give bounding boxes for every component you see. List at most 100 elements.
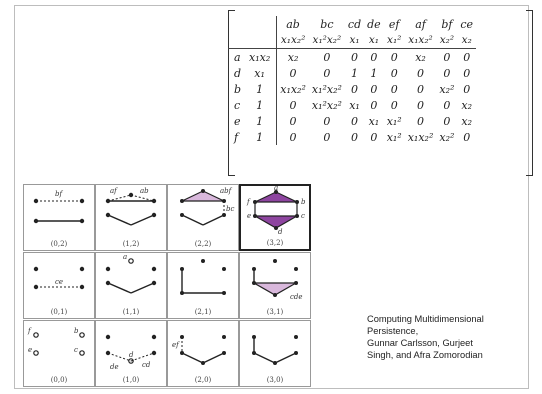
matrix-left-bracket — [228, 10, 235, 176]
matrix-cell: 0 — [323, 66, 331, 80]
matrix-cell: 0 — [443, 66, 451, 80]
edge-label-de: de — [110, 363, 119, 371]
matrix-col-header: de — [367, 17, 381, 31]
matrix-cell: 1 — [370, 66, 378, 80]
grid-caption: (3,2) — [266, 239, 284, 247]
matrix-cell: 0 — [443, 114, 451, 128]
matrix-cell: 0 — [289, 130, 297, 144]
matrix-cell: 0 — [370, 98, 378, 112]
matrix-row-grade: x₁ — [246, 65, 278, 81]
edge-label-bc: bc — [226, 205, 234, 213]
matrix-cell: x₁² — [386, 130, 402, 144]
matrix-cell: 0 — [417, 114, 425, 128]
grid-cell-0-0: f b e c (0,0) — [23, 320, 95, 387]
matrix-cell: 0 — [370, 130, 378, 144]
matrix-cell: x₂² — [439, 130, 455, 144]
matrix-col-header: ce — [460, 17, 474, 31]
vertex-label-b: b — [301, 198, 306, 206]
matrix-row-label: e — [234, 114, 241, 128]
matrix-cell: 0 — [390, 66, 398, 80]
matrix-col-grade: x₁x₂² — [404, 32, 437, 49]
matrix-corner — [246, 32, 278, 49]
matrix-cell: x₁²x₂² — [311, 98, 342, 112]
grid-cell-3-1: cde (3,1) — [239, 252, 311, 319]
matrix-cell: 0 — [323, 130, 331, 144]
grid-caption: (2,0) — [194, 376, 212, 384]
matrix-cell: x₁x₂² — [280, 82, 306, 96]
citation-line: Computing Multidimensional — [367, 314, 484, 324]
matrix-cell: 0 — [370, 82, 378, 96]
grid-cell-1-1: a (1,1) — [95, 252, 167, 319]
matrix-col-header: ab — [286, 17, 300, 31]
matrix-cell: 0 — [323, 50, 331, 64]
edge-label-ce: ce — [55, 278, 63, 286]
edge-label-bf: bf — [55, 190, 63, 198]
matrix-cell: 1 — [351, 66, 359, 80]
grid-cell-3-2: a b c d e f (3,2) — [239, 184, 311, 251]
grid-caption: (2,2) — [194, 240, 212, 248]
matrix-right-bracket — [526, 10, 533, 176]
edge-label-ab: ab — [140, 187, 149, 195]
matrix-cell: x₁ — [368, 114, 380, 128]
matrix-row-grade: 1 — [246, 129, 278, 145]
matrix-cell: 0 — [351, 130, 359, 144]
matrix-cell: 0 — [390, 50, 398, 64]
grid-caption: (3,0) — [266, 376, 284, 384]
matrix-row-grade: x₁x₂ — [246, 48, 278, 65]
matrix-cell: x₁ — [349, 98, 360, 112]
matrix-cell: x₂ — [287, 50, 299, 64]
face-label-cde: cde — [290, 293, 303, 301]
matrix-col-header: bc — [320, 17, 334, 31]
matrix-col-grade: x₁ — [364, 32, 384, 49]
matrix-cell: 0 — [323, 114, 331, 128]
grid-caption: (0,2) — [50, 240, 68, 248]
matrix-row-grade: 1 — [246, 81, 278, 97]
matrix-table: ab bc cd de ef af bf ce x₁x₂² x₁²x₂² x₁ … — [228, 16, 477, 145]
grid-caption: (0,1) — [50, 308, 68, 316]
vertex-label-f: f — [27, 327, 32, 335]
matrix-cell: 0 — [351, 114, 359, 128]
grid-cell-0-2: bf (0,2) — [23, 184, 95, 251]
matrix-cell: 0 — [463, 82, 471, 96]
grid-cell-2-0: ef (2,0) — [167, 320, 239, 387]
matrix-cell: 0 — [417, 82, 425, 96]
grid-cell-1-2: af ab (1,2) — [95, 184, 167, 251]
edge-label-ef: ef — [172, 341, 180, 349]
matrix-col-grade: x₂² — [436, 32, 458, 49]
boundary-matrix: ab bc cd de ef af bf ce x₁x₂² x₁²x₂² x₁ … — [228, 16, 528, 181]
matrix-cell: x₂ — [415, 50, 426, 64]
grid-caption: (1,1) — [122, 308, 140, 316]
matrix-cell: 0 — [351, 82, 359, 96]
matrix-col-grade: x₁² — [383, 32, 405, 49]
matrix-row-label: f — [234, 130, 239, 144]
matrix-corner — [228, 16, 246, 32]
grid-cell-2-1: (2,1) — [167, 252, 239, 319]
matrix-col-header: cd — [347, 17, 362, 31]
matrix-cell: 0 — [463, 66, 471, 80]
vertex-label-c: c — [301, 212, 305, 220]
vertex-label-b: b — [74, 327, 79, 335]
matrix-cell: 0 — [463, 130, 471, 144]
matrix-cell: x₂ — [461, 98, 473, 112]
grid-caption: (1,0) — [122, 376, 140, 384]
citation-line: Singh, and Afra Zomorodian — [367, 350, 483, 360]
matrix-col-grade: x₁x₂² — [276, 32, 309, 49]
grid-caption: (3,1) — [266, 308, 284, 316]
matrix-grade-row: x₁x₂² x₁²x₂² x₁ x₁ x₁² x₁x₂² x₂² x₂ — [228, 32, 477, 49]
matrix-row-label: d — [234, 66, 242, 80]
edge-label-af: af — [110, 187, 118, 195]
grid-caption: (1,2) — [122, 240, 140, 248]
face-label-abf: abf — [220, 187, 233, 195]
matrix-cell: 0 — [289, 66, 297, 80]
grid-cell-1-0: d de cd (1,0) — [95, 320, 167, 387]
bifiltration-grid: bf (0,2) af ab (1,2) — [15, 184, 315, 388]
matrix-cell: 0 — [351, 50, 359, 64]
matrix-row-label: a — [234, 50, 241, 64]
matrix-cell: 0 — [417, 98, 425, 112]
matrix-row-grade: 1 — [246, 97, 278, 113]
grid-caption: (2,1) — [194, 308, 212, 316]
matrix-col-header: ef — [388, 17, 400, 31]
matrix-row-grade: 1 — [246, 113, 278, 129]
